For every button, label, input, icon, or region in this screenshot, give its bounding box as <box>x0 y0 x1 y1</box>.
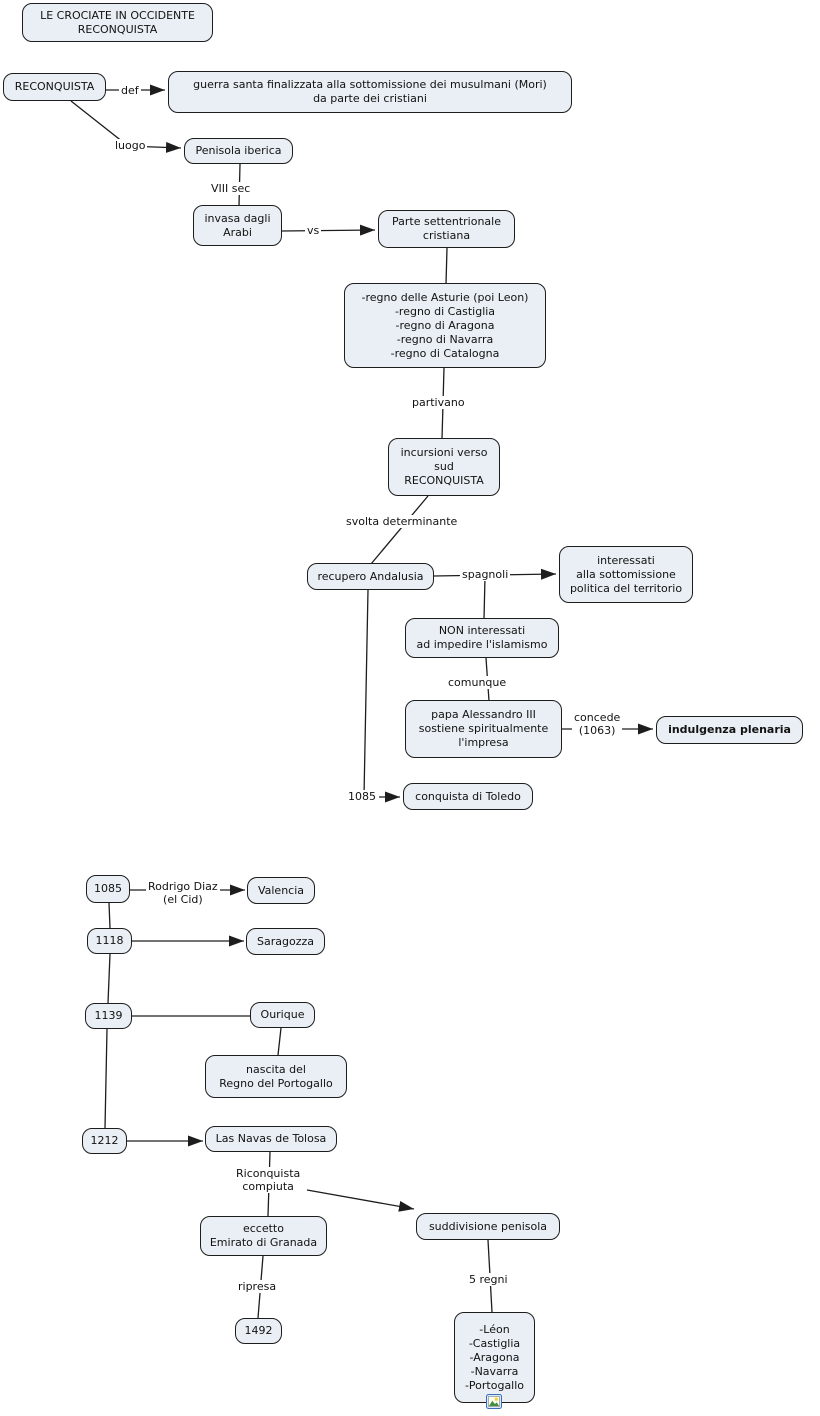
node-indulgenza-plenaria[interactable]: indulgenza plenaria <box>656 716 803 744</box>
edge-compiuta-suddivisione <box>306 1189 415 1212</box>
edge-ourique-nascita <box>277 1027 282 1056</box>
node-title[interactable]: LE CROCIATE IN OCCIDENTE RECONQUISTA <box>22 3 213 42</box>
node-interessati[interactable]: interessati alla sottomissione politica … <box>559 546 693 603</box>
edge-incursioni-svolta <box>370 495 429 565</box>
node-recupero-andalusia[interactable]: recupero Andalusia <box>307 563 434 590</box>
node-papa-alessandro[interactable]: papa Alessandro III sostiene spiritualme… <box>405 700 562 758</box>
link-label-def[interactable]: def <box>119 84 141 97</box>
image-resource-icon[interactable] <box>486 1394 502 1409</box>
link-label-luogo[interactable]: luogo <box>113 139 148 152</box>
edge-1118-1139 <box>107 953 111 1004</box>
edge-1139-1212 <box>104 1028 108 1129</box>
node-cinque-regni[interactable]: -Léon -Castiglia -Aragona -Navarra -Port… <box>454 1312 535 1403</box>
node-parte-settentrionale[interactable]: Parte settentrionale cristiana <box>378 210 515 248</box>
link-label-spagnoli[interactable]: spagnoli <box>460 568 511 581</box>
node-anno-1492[interactable]: 1492 <box>235 1318 282 1344</box>
edge-spagnoli-noninteressati <box>483 576 486 620</box>
link-label-riconquista-compiuta[interactable]: Riconquista compiuta <box>234 1167 303 1193</box>
link-label-ripresa[interactable]: ripresa <box>236 1280 279 1293</box>
edge-invasa-vs-parte <box>281 224 376 236</box>
node-suddivisione-penisola[interactable]: suddivisione penisola <box>416 1213 560 1240</box>
link-label-comunque[interactable]: comunque <box>446 676 509 689</box>
node-anno-1139[interactable]: 1139 <box>85 1003 132 1029</box>
link-label-cinque-regni[interactable]: 5 regni <box>467 1273 510 1286</box>
node-regni-cristiani[interactable]: -regno delle Asturie (poi Leon) -regno d… <box>344 283 546 368</box>
node-saragozza[interactable]: Saragozza <box>246 928 325 955</box>
node-incursioni[interactable]: incursioni verso sud RECONQUISTA <box>388 438 500 496</box>
node-conquista-toledo[interactable]: conquista di Toledo <box>403 783 533 810</box>
link-label-anno-1085[interactable]: 1085 <box>346 790 378 803</box>
node-non-interessati[interactable]: NON interessati ad impedire l'islamismo <box>405 618 559 658</box>
node-las-navas[interactable]: Las Navas de Tolosa <box>205 1126 337 1152</box>
node-penisola-iberica[interactable]: Penisola iberica <box>184 138 293 164</box>
node-reconquista[interactable]: RECONQUISTA <box>3 73 106 101</box>
node-eccetto-granada[interactable]: eccetto Emirato di Granada <box>200 1216 327 1256</box>
link-label-partivano[interactable]: partivano <box>410 396 467 409</box>
link-label-viii-sec[interactable]: VIII sec <box>209 182 253 195</box>
edge-1085-1118 <box>108 902 111 929</box>
node-anno-1085[interactable]: 1085 <box>86 875 130 903</box>
link-label-vs[interactable]: vs <box>305 224 322 237</box>
link-label-rodrigo-diaz[interactable]: Rodrigo Diaz (el Cid) <box>146 880 220 906</box>
node-anno-1118[interactable]: 1118 <box>87 928 132 954</box>
edge-recupero-1085 <box>363 589 369 797</box>
link-label-concede-1063[interactable]: concede (1063) <box>572 711 623 737</box>
node-invasa-arabi[interactable]: invasa dagli Arabi <box>193 205 282 246</box>
node-anno-1212[interactable]: 1212 <box>82 1128 127 1154</box>
node-valencia[interactable]: Valencia <box>247 877 315 904</box>
node-definizione[interactable]: guerra santa finalizzata alla sottomissi… <box>168 71 572 113</box>
edge-parte-regni <box>445 247 448 285</box>
link-label-svolta-determinante[interactable]: svolta determinante <box>344 515 460 528</box>
node-nascita-portogallo[interactable]: nascita del Regno del Portogallo <box>205 1055 347 1098</box>
node-ourique[interactable]: Ourique <box>250 1002 315 1028</box>
